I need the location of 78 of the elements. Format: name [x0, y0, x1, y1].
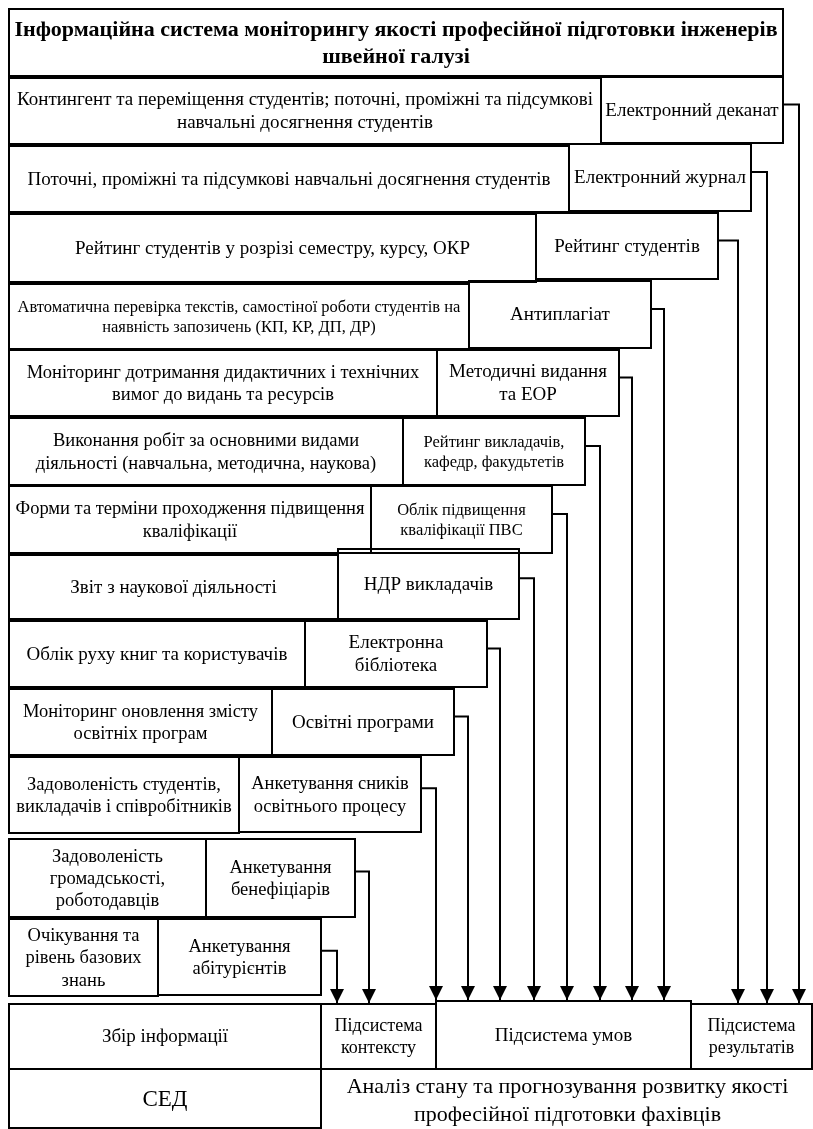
box-text: Освітні програми — [292, 710, 434, 734]
box-text: Підсистема умов — [494, 1023, 633, 1047]
arrow — [421, 787, 443, 1001]
description-box — [8, 838, 207, 918]
system-box — [157, 918, 322, 996]
box-text: Задоволеність громадськості, роботодавців — [48, 844, 167, 912]
arrow — [321, 949, 344, 1004]
description-box — [8, 213, 537, 283]
box-text: Збір інформації — [101, 1025, 229, 1048]
box-text: Очікування та рівень базових знань — [24, 924, 143, 991]
box-text: Облік руху книг та користувачів — [26, 642, 288, 666]
box-text: Звіт з наукової діяльності — [70, 575, 277, 599]
box-text: Анкетування бенефіціарів — [228, 855, 333, 901]
box-text: Антиплагіат — [510, 303, 610, 326]
box-text: Виконання робіт за основними видами діяльності (навчальна, методична, наукова) — [34, 429, 378, 474]
description-box — [8, 283, 470, 350]
system-box — [402, 417, 586, 486]
description-box — [8, 688, 273, 756]
description-box — [8, 77, 602, 145]
system-box — [238, 756, 422, 833]
arrow — [619, 376, 639, 1001]
box-text: Форми та терміни проходження підвищення кваліфікації — [14, 497, 366, 542]
box-text: Електронна бібліотека — [347, 631, 445, 677]
box-text: Анкетування сників освітнього процесу — [250, 772, 410, 817]
description-box — [8, 918, 159, 997]
system-box — [535, 212, 719, 280]
arrow — [651, 308, 671, 1001]
description-box — [8, 554, 339, 620]
box-text: Моніторинг оновлення змісту освітніх програм — [21, 699, 260, 745]
description-box — [8, 620, 306, 688]
arrow — [487, 647, 507, 1001]
block-box — [435, 1000, 692, 1070]
system-box — [468, 280, 652, 349]
arrow — [751, 171, 774, 1004]
box-text: Електронний деканат — [605, 98, 779, 122]
arrow — [783, 103, 806, 1004]
box-text: Контингент та переміщення студентів; поточні, проміжні та підсумкові навчальні досягнення студентів — [16, 88, 594, 134]
caption-text: Аналіз стану та прогнозування розвитку якості професійної підготовки фахівців — [345, 1072, 790, 1127]
description-box — [8, 349, 438, 417]
box-text: Рейтинг студентів у розрізі семестру, курсу, ОКР — [74, 236, 471, 260]
box-text: Методичні видання та ЕОР — [448, 360, 608, 406]
block-box — [320, 1003, 437, 1070]
box-text: Задоволеність студентів, викладачів і співробітників — [15, 772, 233, 818]
box-text: Моніторинг дотримання дидактичних і технічних вимог до видань та ресурсів — [25, 360, 421, 406]
arrow — [585, 445, 607, 1001]
box-text: Поточні, проміжні та підсумкові навчальні досягнення студентів — [27, 167, 551, 191]
description-box — [8, 417, 404, 486]
box-text: Анкетування абітурієнтів — [187, 934, 292, 980]
description-box — [8, 145, 570, 213]
box-text: Облік підвищення кваліфікації ПВС — [396, 499, 527, 540]
arrow — [552, 513, 574, 1001]
description-box — [8, 756, 240, 834]
box-text: Інформаційна система моніторингу якості професійної підготовки інженерів швейної галузі — [13, 16, 779, 69]
system-box — [436, 349, 620, 417]
arrow — [519, 577, 541, 1001]
box-text: Електронний журнал — [574, 166, 746, 189]
system-box — [271, 688, 455, 756]
box-text: Підсистема контексту — [333, 1014, 424, 1059]
box-text: Рейтинг студентів — [554, 234, 700, 258]
box-text: Рейтинг викладачів, кафедр, факудьтетів — [422, 431, 566, 472]
box-text: НДР викладачів — [363, 572, 494, 596]
system-box — [600, 76, 784, 144]
box-text: Підсистема результатів — [706, 1014, 797, 1059]
block-box — [8, 1003, 322, 1070]
system-box — [370, 485, 553, 554]
arrow — [718, 239, 745, 1004]
description-box — [8, 485, 372, 554]
block-box — [690, 1003, 813, 1070]
block-box — [8, 1068, 322, 1129]
arrow — [454, 715, 475, 1001]
arrow — [355, 870, 376, 1004]
box-text: СЕД — [142, 1084, 188, 1113]
system-box — [304, 620, 488, 688]
system-box — [568, 143, 752, 212]
box-text: Автоматична перевірка текстів, самостіної роботи студентів на наявність запозичень (КП, КР, ДП, ДР) — [16, 296, 462, 337]
title-box — [8, 8, 784, 77]
system-box — [205, 838, 356, 918]
system-box — [337, 548, 520, 620]
